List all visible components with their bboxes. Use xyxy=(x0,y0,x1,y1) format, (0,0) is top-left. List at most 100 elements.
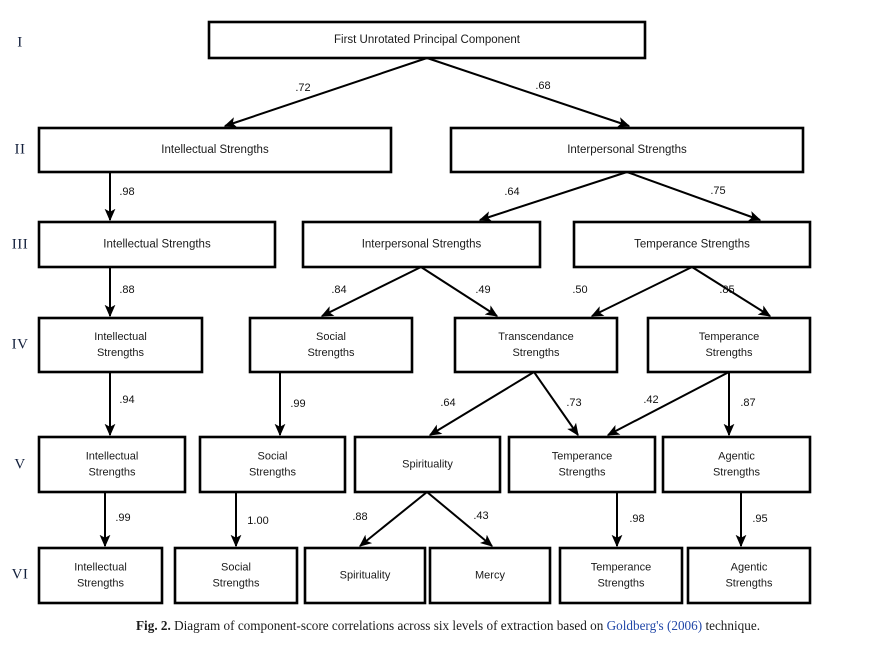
node-box-outline xyxy=(572,220,812,269)
node-box-label: Spirituality xyxy=(340,569,391,581)
edge-weight-label: .95 xyxy=(752,513,767,525)
node-box-l2-interpersonal[interactable]: Interpersonal Strengths xyxy=(449,126,805,174)
node-box-outline xyxy=(303,546,427,605)
edge-l4-temperance-to-l5-temperance xyxy=(606,371,730,436)
node-box-label: Temperance xyxy=(552,450,613,462)
node-box-label: Strengths xyxy=(597,577,645,589)
node-box-outline xyxy=(558,546,684,605)
edge-weight-label: .73 xyxy=(566,397,581,409)
caption-citation-link[interactable]: Goldberg's (2006) xyxy=(606,618,703,633)
node-box-label: Intellectual xyxy=(74,561,127,573)
node-box-l5-spirituality[interactable]: Spirituality xyxy=(353,435,502,494)
edge-weight-label: .68 xyxy=(535,80,550,92)
node-box-outline xyxy=(173,546,299,605)
node-box-outline xyxy=(449,126,805,174)
node-box-label: Strengths xyxy=(77,577,125,589)
edge-l5-spirituality-to-l6-spirituality xyxy=(359,491,428,547)
level-numeral-iv: IV xyxy=(12,336,29,352)
node-box-l6-spirituality[interactable]: Spirituality xyxy=(303,546,427,605)
node-box-outline xyxy=(686,546,812,605)
node-box-label: Social xyxy=(258,450,288,462)
edge-weight-label: .88 xyxy=(119,284,134,296)
node-box-label: Intellectual xyxy=(86,450,139,462)
node-box-label: Agentic xyxy=(731,561,768,573)
figure-caption: Fig. 2. Diagram of component-score corre… xyxy=(0,618,896,634)
node-box-label: Interpersonal Strengths xyxy=(362,239,482,251)
node-box-label: Strengths xyxy=(97,347,145,359)
node-box-label: Strengths xyxy=(307,347,355,359)
node-box-outline xyxy=(37,546,164,605)
node-box-label: Social xyxy=(316,331,346,343)
caption-text-post: technique. xyxy=(702,618,760,633)
node-box-outline xyxy=(301,220,542,269)
edge-l2-interpersonal-to-l3-temperance xyxy=(626,171,762,222)
node-box-outline xyxy=(646,316,812,374)
node-box-label: Temperance xyxy=(699,331,760,343)
node-box-label: Temperance Strengths xyxy=(634,239,750,251)
level-numeral-vi: VI xyxy=(12,566,29,582)
level-numeral-iii: III xyxy=(12,236,29,252)
node-box-outline xyxy=(37,126,393,174)
node-box-label: Mercy xyxy=(475,569,505,581)
boxes-group: First Unrotated Principal ComponentIntel… xyxy=(37,20,812,605)
node-box-outline xyxy=(248,316,414,374)
level-numeral-v: V xyxy=(14,456,25,472)
edge-weight-label: .99 xyxy=(115,512,130,524)
edge-l3-temperance-to-l4-transcendance xyxy=(590,266,693,317)
node-box-l3-temperance[interactable]: Temperance Strengths xyxy=(572,220,812,269)
node-box-label: Strengths xyxy=(88,466,136,478)
edge-l5-spirituality-to-l6-mercy xyxy=(426,491,493,547)
edge-weight-label: .98 xyxy=(629,513,644,525)
node-box-outline xyxy=(353,435,502,494)
edge-weight-label: .84 xyxy=(331,284,346,296)
node-box-label: Strengths xyxy=(512,347,560,359)
node-box-l1-fupc[interactable]: First Unrotated Principal Component xyxy=(207,20,647,60)
caption-figure-number: Fig. 2. xyxy=(136,618,171,633)
node-box-outline xyxy=(661,435,812,494)
node-box-outline xyxy=(37,435,187,494)
node-box-l3-intellectual[interactable]: Intellectual Strengths xyxy=(37,220,277,269)
node-box-label: Strengths xyxy=(705,347,753,359)
edge-l4-transcendance-to-l5-temperance xyxy=(533,371,579,436)
node-box-outline xyxy=(207,20,647,60)
node-box-outline xyxy=(198,435,347,494)
edge-l4-transcendance-to-l5-spirituality xyxy=(428,371,535,436)
edge-weight-label: .94 xyxy=(119,394,134,406)
edge-l1-fupc-to-l2-interpersonal xyxy=(426,57,631,128)
edge-l2-interpersonal-to-l3-interpersonal xyxy=(478,171,628,222)
node-box-l2-intellectual[interactable]: Intellectual Strengths xyxy=(37,126,393,174)
caption-text-pre: Diagram of component-score correlations … xyxy=(170,618,607,633)
node-box-label: Agentic xyxy=(718,450,755,462)
edge-weight-label: .85 xyxy=(719,284,734,296)
level-numeral-i: I xyxy=(17,34,23,50)
node-box-outline xyxy=(507,435,657,494)
node-box-outline xyxy=(428,546,552,605)
edge-weight-label: .43 xyxy=(473,510,488,522)
edge-weight-label: 1.00 xyxy=(247,515,268,527)
node-box-label: Strengths xyxy=(713,466,761,478)
node-box-label: Strengths xyxy=(725,577,773,589)
node-box-label: Intellectual Strengths xyxy=(161,144,269,156)
edge-weight-label: .64 xyxy=(440,397,455,409)
edge-l3-interpersonal-to-l4-transcendance xyxy=(420,266,499,317)
node-box-l6-mercy[interactable]: Mercy xyxy=(428,546,552,605)
edge-weight-label: .75 xyxy=(710,185,725,197)
node-box-outline xyxy=(37,220,277,269)
node-box-outline xyxy=(453,316,619,374)
node-box-label: Strengths xyxy=(558,466,606,478)
edge-weight-label: .50 xyxy=(572,284,587,296)
level-numeral-ii: II xyxy=(15,141,26,157)
node-box-l3-interpersonal[interactable]: Interpersonal Strengths xyxy=(301,220,542,269)
